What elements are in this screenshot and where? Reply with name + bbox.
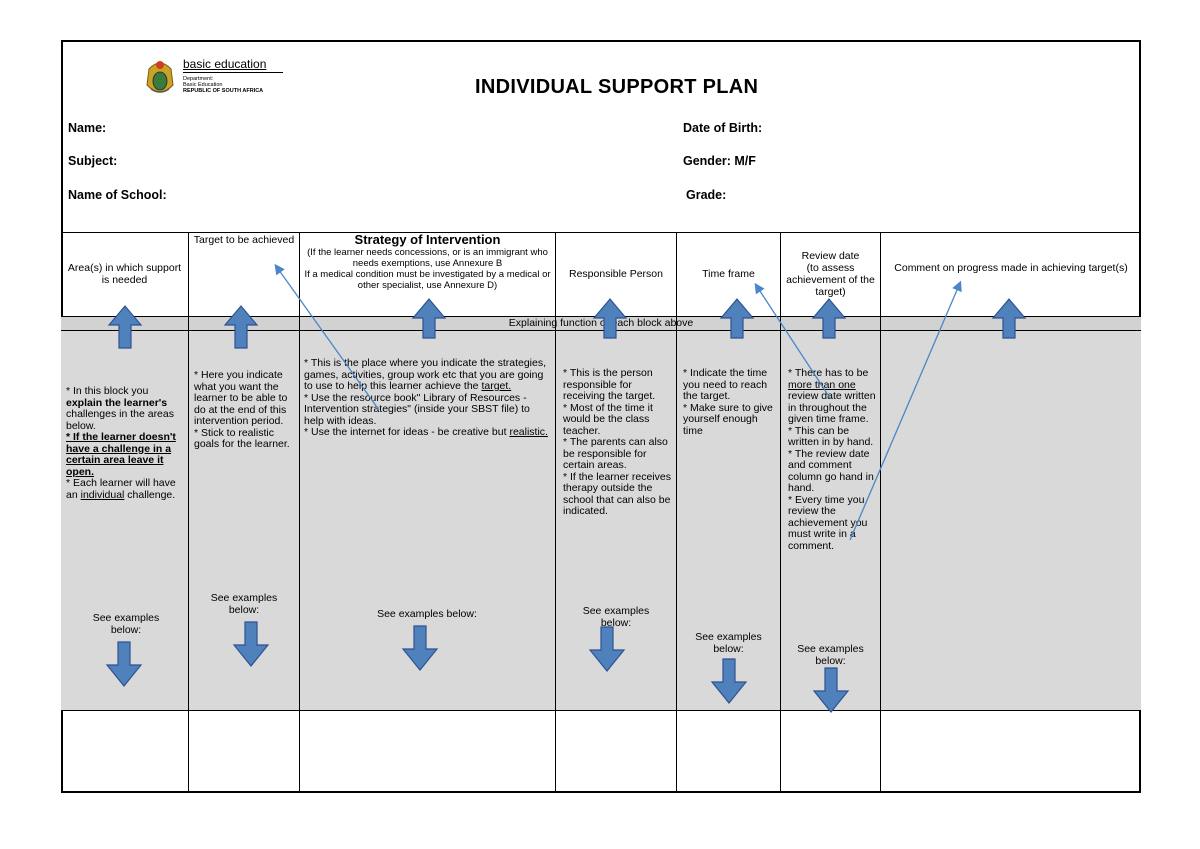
column-divider xyxy=(555,232,556,793)
logo-underline xyxy=(183,72,283,73)
area-text-part: * Each learner will have an xyxy=(66,477,176,501)
header-timeframe: Time frame xyxy=(677,232,780,316)
area-text-underlined: individual xyxy=(80,488,125,501)
cell-target-text: * Here you indicate what you want the le… xyxy=(194,369,290,450)
header-person: Responsible Person xyxy=(556,232,676,316)
area-text-part: challenges in the areas below. xyxy=(66,408,174,432)
review-text-underlined: more than one xyxy=(788,378,856,391)
review-text-part: review date written in throughout the gi… xyxy=(788,390,876,425)
cell-person-text: * This is the person responsible for rec… xyxy=(563,367,671,517)
header-timeframe-label: Time frame xyxy=(702,268,755,280)
header-bottom-border xyxy=(61,316,1141,317)
header-area-label: Area(s) in which support is needed xyxy=(67,262,182,286)
page-title: INDIVIDUAL SUPPORT PLAN xyxy=(475,76,759,98)
area-text-part: * In this block you xyxy=(66,385,149,397)
header-strategy-note-1: (If the learner needs concessions, or is… xyxy=(307,247,548,269)
see-examples-timeframe: See examples below: xyxy=(695,631,762,655)
strategy-text-underlined: realistic. xyxy=(509,426,548,438)
column-divider xyxy=(299,232,300,793)
header-target-label: Target to be achieved xyxy=(193,234,295,246)
review-text-part: * This can be written in by hand. * The … xyxy=(788,424,874,552)
column-divider xyxy=(676,232,677,793)
header-strategy-note-2: If a medical condition must be investiga… xyxy=(304,269,551,291)
column-divider xyxy=(188,232,189,793)
explanation-band: Explaining function of each block above xyxy=(61,316,1141,330)
header-review-title: Review date xyxy=(801,250,860,262)
area-text-note: * If the learner doesn't have a challeng… xyxy=(66,431,176,478)
band-bottom-border xyxy=(61,330,1141,331)
name-label: Name: xyxy=(68,121,107,135)
cell-strategy-text: * This is the place where you indicate t… xyxy=(304,357,551,439)
header-comment: Comment on progress made in achieving ta… xyxy=(881,232,1141,316)
coat-of-arms-logo xyxy=(143,55,177,99)
area-text-bold: explain the learner's xyxy=(66,396,168,409)
body-bottom-border xyxy=(61,710,1141,711)
support-plan-table: Explaining function of each block above … xyxy=(61,232,1141,793)
column-divider xyxy=(780,232,781,793)
logo-line-3: REPUBLIC OF SOUTH AFRICA xyxy=(183,88,264,94)
cell-area-text: * In this block you explain the learner'… xyxy=(66,385,184,501)
see-examples-area: See examples below: xyxy=(92,612,160,636)
strategy-text-part: * This is the place where you indicate t… xyxy=(304,357,547,392)
column-divider xyxy=(880,232,881,793)
strategy-text-part: * Use the resource book" Library of Reso… xyxy=(304,391,530,427)
see-examples-review: See examples below: xyxy=(797,643,864,667)
see-examples-target: See examples below: xyxy=(210,592,278,616)
header-area: Area(s) in which support is needed xyxy=(61,232,188,316)
logo-line-1: Department: xyxy=(183,76,214,82)
logo-title: basic education xyxy=(183,57,267,71)
dob-label: Date of Birth: xyxy=(683,121,763,135)
header-person-label: Responsible Person xyxy=(569,268,663,280)
header-review: Review date (to assess achievement of th… xyxy=(781,232,880,316)
header-review-note: (to assess achievement of the target) xyxy=(786,262,875,298)
school-label: Name of School: xyxy=(68,188,167,202)
strategy-text-part: * Use the internet for ideas - be creati… xyxy=(304,426,510,438)
subject-label: Subject: xyxy=(68,154,118,168)
area-text-part: challenge. xyxy=(124,488,176,501)
table-top-border xyxy=(61,232,1141,233)
header-target: Target to be achieved xyxy=(189,232,299,316)
strategy-text-underlined: target. xyxy=(481,380,512,392)
cell-review-text: * There has to be more than one review d… xyxy=(788,367,878,552)
grade-label: Grade: xyxy=(686,188,727,202)
see-examples-strategy: See examples below: xyxy=(377,608,477,620)
header-strategy-title: Strategy of Intervention xyxy=(354,232,501,247)
review-text-part: * There has to be xyxy=(788,367,869,379)
header-comment-label: Comment on progress made in achieving ta… xyxy=(894,262,1128,274)
header-strategy: Strategy of Intervention (If the learner… xyxy=(300,232,555,316)
logo-line-2: Basic Education xyxy=(183,82,223,88)
cell-timeframe-text: * Indicate the time you need to reach th… xyxy=(683,367,773,437)
gender-label: Gender: M/F xyxy=(683,154,756,168)
see-examples-person: See examples below: xyxy=(582,605,650,629)
